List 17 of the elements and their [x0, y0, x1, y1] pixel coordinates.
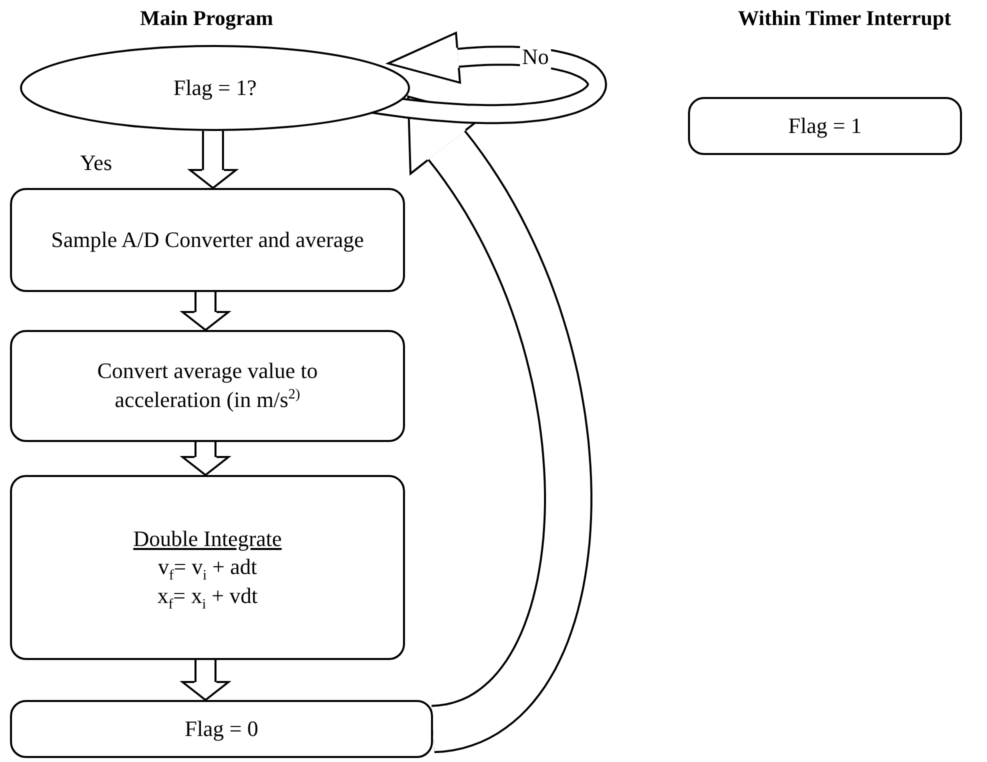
step-text: x$_{f}$= x$_{i}$ + vdt	[157, 582, 258, 610]
process-box	[10, 188, 405, 292]
process-box	[688, 97, 962, 155]
step-text: Sample A/D Converter and average	[51, 226, 364, 254]
step-heading: Double Integrate	[133, 524, 282, 553]
process-box	[10, 475, 405, 660]
step-text: v$_{f}$= v$_{i}$ + adt	[158, 553, 257, 582]
decision-ellipse	[20, 45, 410, 131]
column-heading: Within Timer Interrupt	[738, 6, 952, 31]
process-box	[10, 700, 433, 758]
step-text: Flag = 1?	[173, 74, 257, 102]
edge-label: No	[520, 44, 551, 70]
step-text: Convert average value to acceleration (in m/s$^{2)}$	[96, 357, 319, 414]
process-box	[10, 330, 405, 442]
column-heading: Main Program	[140, 6, 274, 31]
step-text: Flag = 1	[788, 112, 862, 140]
step-text: Flag = 0	[184, 714, 258, 743]
